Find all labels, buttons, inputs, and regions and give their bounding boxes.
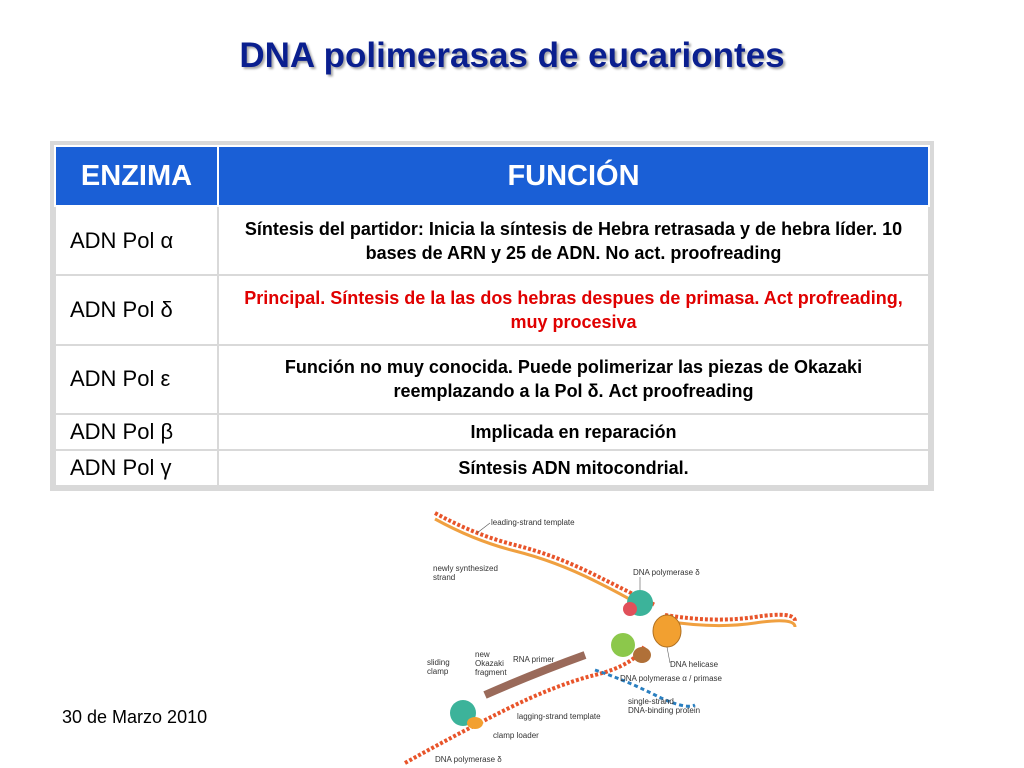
label-new-okazaki-3: fragment bbox=[475, 668, 507, 677]
function-cell: Implicada en reparación bbox=[217, 412, 930, 451]
enzyme-cell: ADN Pol γ bbox=[54, 448, 219, 488]
label-clamp-loader: clamp loader bbox=[493, 731, 539, 740]
header-function: FUNCIÓN bbox=[217, 145, 930, 207]
table-row: ADN Pol α Síntesis del partidor: Inicia … bbox=[54, 204, 930, 277]
label-newly-synth-2: strand bbox=[433, 573, 455, 582]
table-row: ADN Pol β Implicada en reparación bbox=[54, 412, 930, 451]
table-row: ADN Pol γ Síntesis ADN mitocondrial. bbox=[54, 448, 930, 488]
leading-strand-dna bbox=[434, 511, 656, 607]
header-enzyme: ENZIMA bbox=[54, 145, 219, 207]
polymerase-table: ENZIMA FUNCIÓN ADN Pol α Síntesis del pa… bbox=[50, 141, 934, 491]
table-row: ADN Pol δ Principal. Síntesis de la las … bbox=[54, 274, 930, 346]
label-new-okazaki-2: Okazaki bbox=[475, 659, 504, 668]
label-pol-delta-bottom: DNA polymerase δ bbox=[435, 755, 502, 764]
function-cell: Principal. Síntesis de la las dos hebras… bbox=[217, 274, 930, 346]
label-rna-primer: RNA primer bbox=[513, 655, 555, 664]
label-newly-synth-1: newly synthesized bbox=[433, 564, 498, 573]
helicase-shape bbox=[652, 614, 682, 648]
leader-line bbox=[666, 646, 671, 664]
table-header-row: ENZIMA FUNCIÓN bbox=[54, 145, 930, 207]
enzyme-cell: ADN Pol α bbox=[54, 204, 219, 277]
leading-strand-dna-2 bbox=[434, 517, 646, 611]
label-pol-alpha-primase: DNA polymerase α / primase bbox=[620, 674, 723, 683]
label-sliding-clamp-1: sliding bbox=[427, 658, 450, 667]
label-sliding-clamp-2: clamp bbox=[427, 667, 449, 676]
slide-date: 30 de Marzo 2010 bbox=[62, 707, 208, 727]
label-dna-helicase: DNA helicase bbox=[670, 660, 719, 669]
lagging-strand-dna bbox=[404, 643, 647, 765]
label-ssb-2: DNA-binding protein bbox=[628, 706, 700, 715]
replication-fork-diagram: leading-strand template newly synthesize… bbox=[404, 511, 797, 765]
function-cell: Síntesis del partidor: Inicia la síntesi… bbox=[217, 204, 930, 277]
label-ssb-1: single-strand bbox=[628, 697, 674, 706]
page-title: DNA polimerasas de eucariontes bbox=[239, 36, 785, 75]
enzyme-cell: ADN Pol δ bbox=[54, 274, 219, 346]
label-leading-template: leading-strand template bbox=[491, 518, 575, 527]
function-cell: Función no muy conocida. Puede polimeriz… bbox=[217, 343, 930, 415]
enzyme-cell: ADN Pol β bbox=[54, 412, 219, 451]
label-lagging-template: lagging-strand template bbox=[517, 712, 601, 721]
ssb-coated-strand bbox=[594, 668, 696, 708]
parental-dna-2 bbox=[664, 619, 797, 628]
parental-dna bbox=[664, 612, 797, 622]
okazaki-fragment bbox=[483, 651, 587, 699]
leader-line bbox=[476, 522, 491, 534]
enzyme-cell: ADN Pol ε bbox=[54, 343, 219, 415]
clamp-loader-shape bbox=[467, 717, 483, 729]
pol-alpha-primase-shape bbox=[611, 633, 635, 657]
pol-delta-top-ring bbox=[623, 602, 637, 616]
polymerase-table-grid: ENZIMA FUNCIÓN ADN Pol α Síntesis del pa… bbox=[54, 145, 930, 488]
table-row: ADN Pol ε Función no muy conocida. Puede… bbox=[54, 343, 930, 415]
clamp-loader-top-shape bbox=[633, 647, 651, 663]
label-pol-delta-top: DNA polymerase δ bbox=[633, 568, 700, 577]
function-cell: Síntesis ADN mitocondrial. bbox=[217, 448, 930, 488]
label-new-okazaki-1: new bbox=[475, 650, 490, 659]
